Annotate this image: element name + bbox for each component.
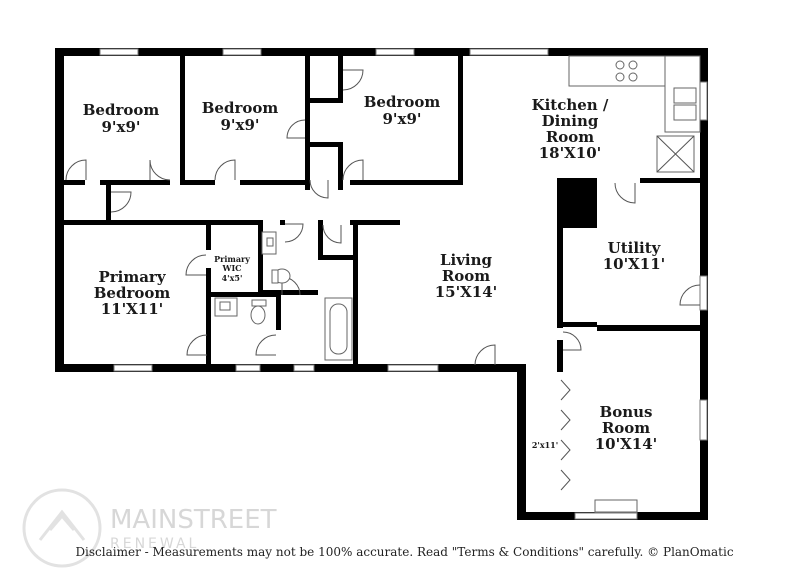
room-primary-wic: Primary WIC 4'x5' xyxy=(214,254,250,283)
closet-size: 2'x11' xyxy=(532,440,558,450)
disclaimer: Disclaimer - Measurements may not be 100… xyxy=(75,545,734,559)
doors xyxy=(65,69,701,491)
room-utility: Utility 10'X11' xyxy=(603,239,666,273)
bonus-name-1: Bonus xyxy=(600,403,653,421)
utility-size: 10'X11' xyxy=(603,255,666,273)
room-living: Living Room 15'X14' xyxy=(435,251,498,301)
logo-line1: MAINSTREET xyxy=(110,505,277,535)
bedroom-2-size: 9'x9' xyxy=(220,116,259,134)
room-bedroom-2: Bedroom 9'x9' xyxy=(202,99,279,134)
utility-name: Utility xyxy=(608,239,662,257)
windows xyxy=(99,48,708,520)
room-bonus: Bonus Room 10'X14' xyxy=(595,403,658,453)
room-bedroom-1: Bedroom 9'x9' xyxy=(83,101,160,136)
kitchen-name-2: Dining xyxy=(542,112,599,130)
room-bedroom-3: Bedroom 9'x9' xyxy=(364,93,441,128)
primary-bedroom-name-1: Primary xyxy=(98,268,166,286)
living-name-1: Living xyxy=(440,251,493,269)
living-name-2: Room xyxy=(442,267,490,285)
bonus-name-2: Room xyxy=(602,419,650,437)
logo-line2: RENEWAL xyxy=(110,536,199,552)
primary-bedroom-name-2: Bedroom xyxy=(94,284,171,302)
kitchen-size: 18'X10' xyxy=(539,144,602,162)
primary-wic-name-2: WIC xyxy=(221,263,241,273)
primary-wic-size: 4'x5' xyxy=(222,273,243,283)
bedroom-1-size: 9'x9' xyxy=(101,118,140,136)
bonus-size: 10'X14' xyxy=(595,435,658,453)
bedroom-3-name: Bedroom xyxy=(364,93,441,111)
room-kitchen: Kitchen / Dining Room 18'X10' xyxy=(532,96,609,162)
kitchen-name-3: Room xyxy=(546,128,594,146)
bedroom-2-name: Bedroom xyxy=(202,99,279,117)
primary-bedroom-size: 11'X11' xyxy=(101,300,164,318)
fixtures xyxy=(214,55,701,513)
kitchen-name-1: Kitchen / xyxy=(532,96,609,114)
interior-walls xyxy=(55,55,705,372)
bedroom-3-size: 9'x9' xyxy=(382,110,421,128)
room-primary-bedroom: Primary Bedroom 11'X11' xyxy=(94,268,171,318)
mainstreet-logo: MAINSTREET RENEWAL xyxy=(22,488,277,568)
primary-wic-name-1: Primary xyxy=(214,254,250,264)
living-size: 15'X14' xyxy=(435,283,498,301)
bedroom-1-name: Bedroom xyxy=(83,101,160,119)
room-closet: 2'x11' xyxy=(532,440,558,450)
